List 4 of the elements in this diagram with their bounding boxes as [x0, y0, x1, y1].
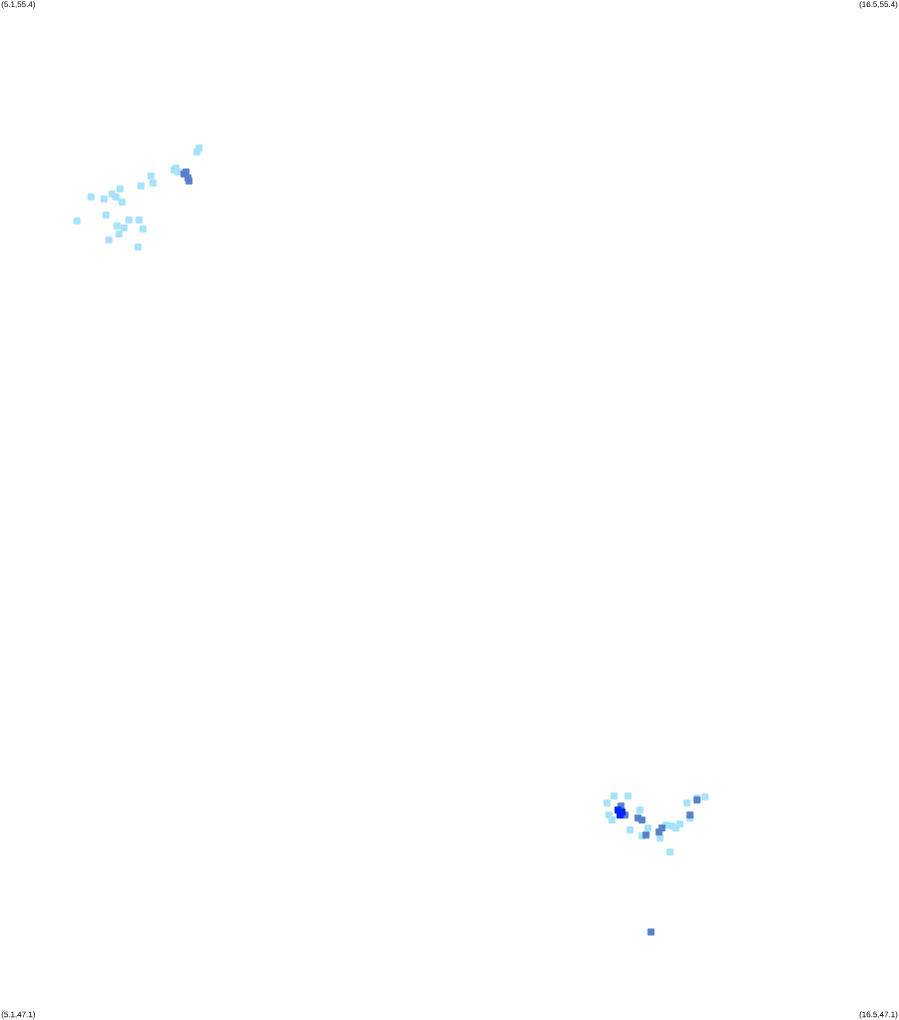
corner-coordinate: (5.1,55.4): [1, 1, 35, 9]
corner-coordinate: (16.5,55.4): [859, 1, 898, 9]
corner-coordinate: (16.5,47.1): [859, 1011, 898, 1019]
corner-coordinate: (5.1,47.1): [1, 1011, 35, 1019]
